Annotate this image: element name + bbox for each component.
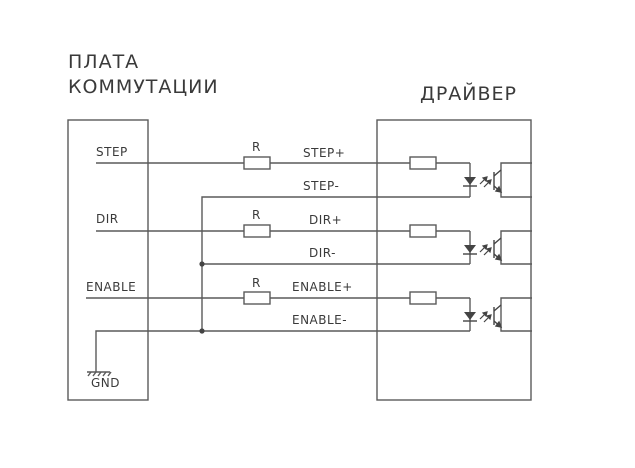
driver-box [376, 119, 532, 401]
control-board-box [67, 119, 149, 401]
optocoupler-output-enable [500, 297, 532, 332]
optocoupler-dir [463, 237, 503, 261]
junction-dot [199, 328, 205, 334]
resistor-label-enable: R [252, 276, 261, 290]
driver-input-enable-minus: ENABLE- [292, 313, 348, 327]
ground-label: GND [91, 376, 121, 390]
signal-label-enable: ENABLE [86, 280, 137, 294]
phototransistor-icon [493, 169, 503, 193]
signal-label-dir: DIR [96, 212, 119, 226]
driver-input-step-plus: STEP+ [303, 146, 346, 160]
light-arrows-icon [479, 311, 492, 323]
wire-step-minus [201, 196, 470, 331]
control-board-title-line1: ПЛАТА [68, 51, 140, 73]
optocoupler-output-dir [500, 230, 532, 265]
phototransistor-icon [493, 237, 503, 261]
driver-input-enable-plus: ENABLE+ [292, 280, 353, 294]
resistor-enable [243, 291, 271, 305]
led-icon [463, 245, 477, 255]
driver-title: ДРАЙВЕР [420, 83, 518, 105]
driver-resistor-enable [409, 291, 437, 305]
driver-input-dir-plus: DIR+ [309, 213, 343, 227]
junction-dot [199, 261, 205, 267]
control-board-title-line2: КОММУТАЦИИ [68, 76, 219, 98]
light-arrows-icon [479, 244, 492, 256]
resistor-step [243, 156, 271, 170]
ground-icon [87, 371, 112, 377]
phototransistor-icon [493, 304, 503, 328]
wire-enable-minus [95, 330, 470, 372]
light-arrows-icon [479, 176, 492, 188]
driver-resistor-dir [409, 224, 437, 238]
driver-input-dir-minus: DIR- [309, 246, 336, 260]
resistor-dir [243, 224, 271, 238]
driver-resistor-step [409, 156, 437, 170]
resistor-label-dir: R [252, 208, 261, 222]
optocoupler-enable [463, 304, 503, 328]
signal-label-step: STEP [96, 145, 128, 159]
led-icon [463, 312, 477, 322]
resistor-label-step: R [252, 140, 261, 154]
led-icon [463, 177, 477, 187]
driver-input-step-minus: STEP- [303, 179, 340, 193]
optocoupler-step [463, 169, 503, 193]
optocoupler-output-step [500, 162, 532, 198]
